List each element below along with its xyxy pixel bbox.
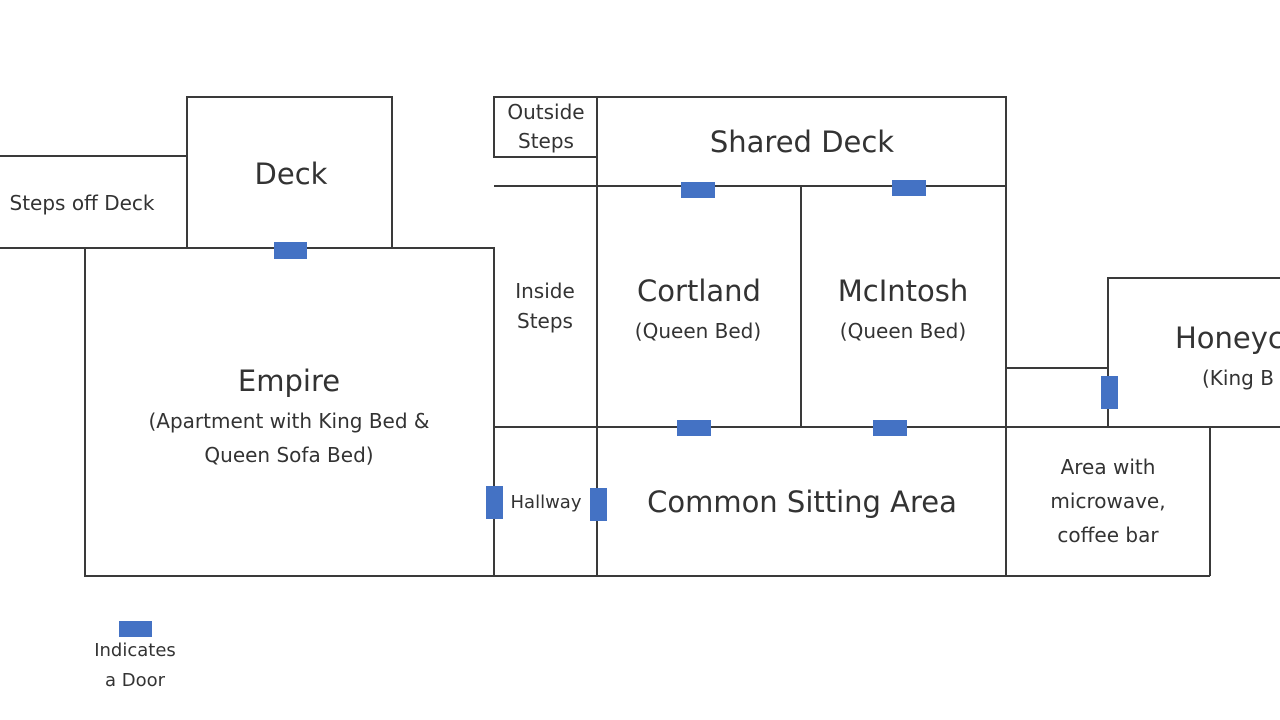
label-steps-off-deck: Steps off Deck: [10, 191, 155, 215]
door-empire-deck: [274, 242, 307, 259]
label-common-sitting-area: Common Sitting Area: [647, 485, 957, 519]
label-honeycrisp: Honeyc: [1175, 321, 1280, 355]
door-hallway-common: [590, 488, 607, 521]
label-shared-deck: Shared Deck: [710, 125, 894, 159]
label-cortland: Cortland: [637, 274, 761, 308]
label-empire-desc-line2: Queen Sofa Bed): [204, 443, 373, 467]
door-mcintosh-shared-deck: [892, 180, 926, 196]
inside-steps-walls: [494, 185, 598, 428]
door-cortland-shared-deck: [681, 182, 715, 198]
label-outside-steps-line2: Steps: [518, 129, 574, 153]
label-empire: Empire: [238, 364, 340, 398]
label-outside-steps-line1: Outside: [507, 100, 584, 124]
labels: Steps off Deck Deck Outside Steps Shared…: [10, 100, 1280, 691]
door-honeycrisp: [1101, 376, 1118, 409]
door-empire-hallway: [486, 486, 503, 519]
legend-label-line2: a Door: [105, 670, 166, 691]
door-cortland-common: [677, 420, 711, 436]
label-cortland-bed: (Queen Bed): [635, 319, 761, 343]
label-deck: Deck: [255, 157, 328, 191]
label-hallway: Hallway: [511, 492, 582, 513]
legend-door-swatch: [119, 621, 152, 637]
label-kitchenette-line1: Area with: [1061, 455, 1156, 479]
label-empire-desc-line1: (Apartment with King Bed &: [148, 409, 429, 433]
label-inside-steps-line2: Steps: [517, 309, 573, 333]
legend-label-line1: Indicates: [94, 640, 176, 661]
door-mcintosh-common: [873, 420, 907, 436]
label-inside-steps-line1: Inside: [515, 279, 575, 303]
doors: [119, 180, 1118, 637]
label-mcintosh-bed: (Queen Bed): [840, 319, 966, 343]
label-mcintosh: McIntosh: [838, 274, 969, 308]
label-honeycrisp-bed: (King B: [1202, 366, 1274, 390]
label-kitchenette-line3: coffee bar: [1057, 523, 1159, 547]
label-kitchenette-line2: microwave,: [1050, 489, 1165, 513]
